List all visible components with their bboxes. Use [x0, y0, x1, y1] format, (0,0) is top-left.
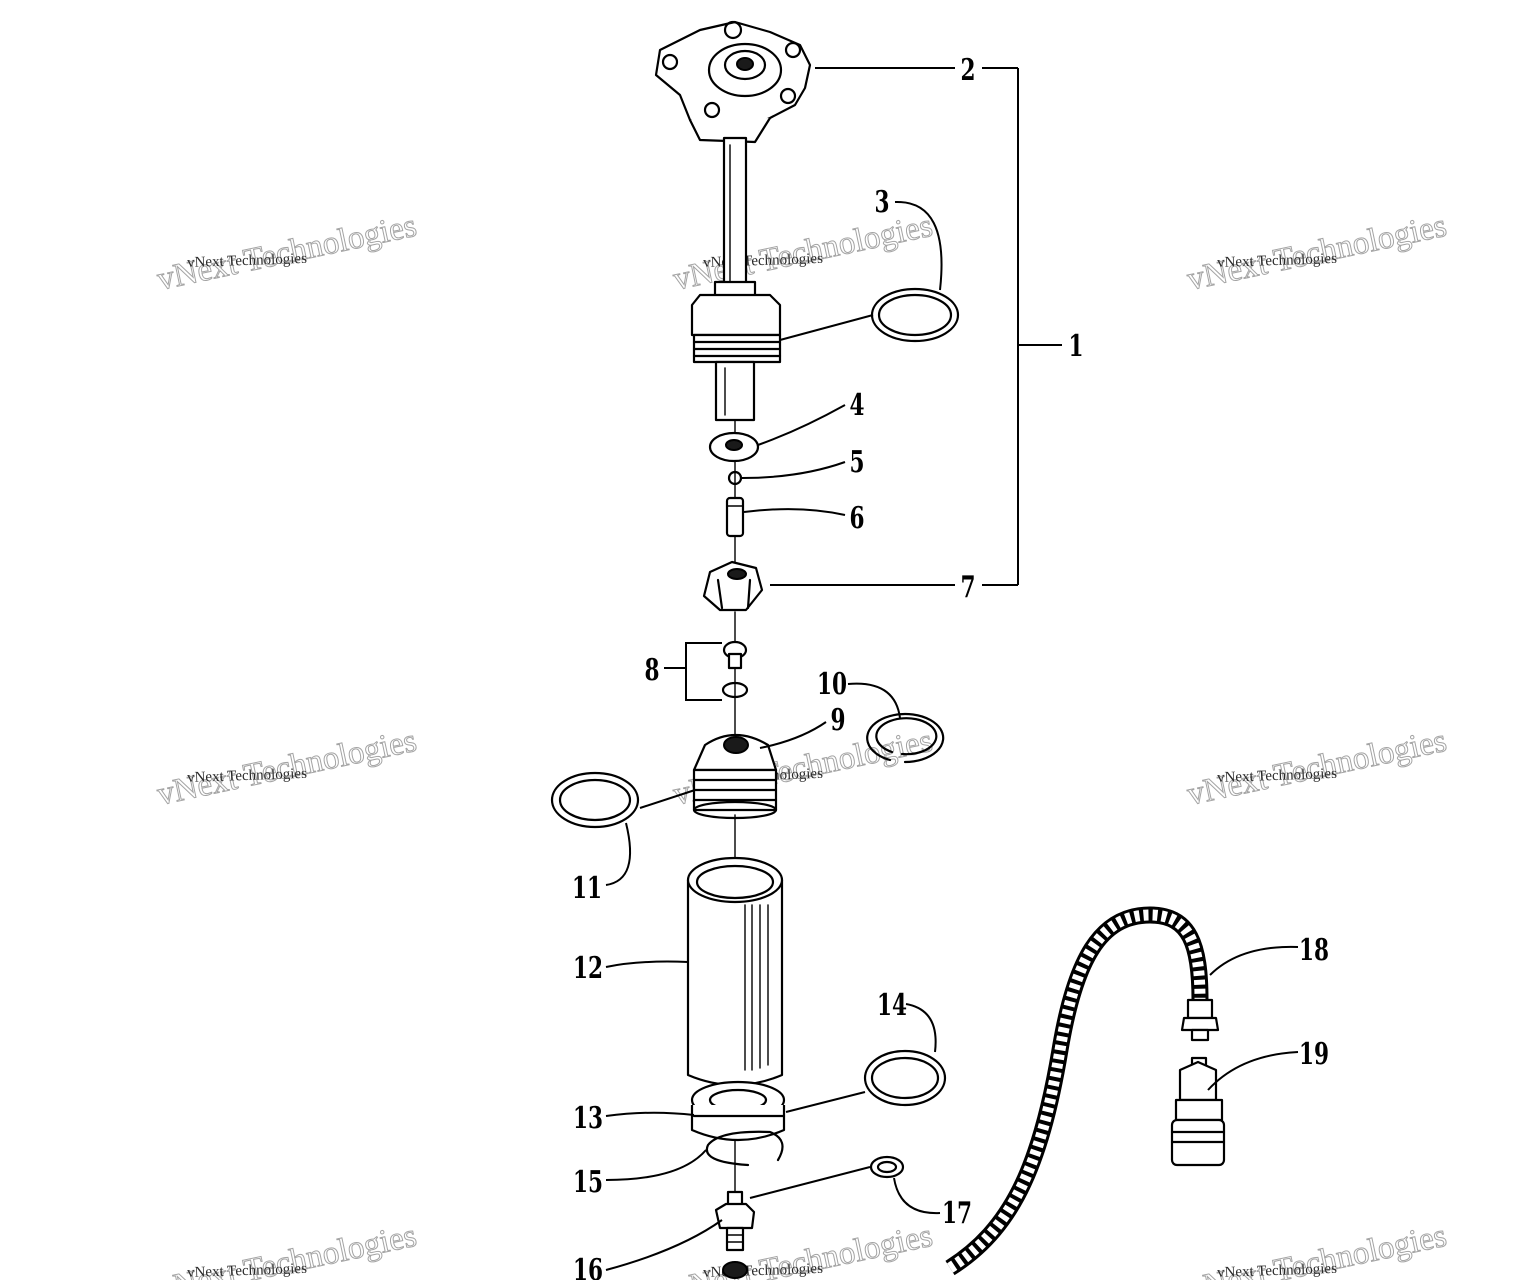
callout-labels: 1 2 3 4 5 6 7 8 9 10 11 12 13 14 15 16 1… [572, 52, 1329, 1280]
part-5-ball [727, 470, 743, 486]
watermark-7: vNext Technologies vNext Technologies [154, 1217, 421, 1280]
callout-16: 16 [573, 1252, 603, 1280]
part-4-washer [708, 431, 760, 463]
callout-8: 8 [644, 652, 659, 688]
part-15-snap-ring [705, 1130, 784, 1167]
callout-4: 4 [849, 387, 864, 423]
callout-13: 13 [573, 1100, 603, 1136]
watermark-8: vNext Technologies vNext Technologies [670, 1217, 937, 1280]
watermark-9: vNext Technologies vNext Technologies [1184, 1217, 1451, 1280]
watermark-small-text: vNext Technologies [703, 1261, 824, 1280]
part-19-quick-coupler [1170, 1056, 1226, 1167]
callout-2: 2 [960, 52, 975, 88]
watermark-small-text: vNext Technologies [1217, 251, 1338, 271]
callout-12: 12 [573, 950, 603, 986]
part-3-o-ring [870, 287, 960, 343]
callout-14: 14 [877, 987, 907, 1023]
callout-10: 10 [817, 666, 847, 702]
callout-18: 18 [1299, 932, 1329, 968]
part-2-adjuster-knob [654, 20, 812, 290]
watermark-4: vNext Technologies vNext Technologies [154, 722, 421, 813]
part-8-screw-and-seal [721, 640, 749, 699]
watermark-layer: vNext Technologies vNext Technologies vN… [154, 207, 1451, 1280]
callout-7: 7 [960, 569, 975, 605]
part-9-piston [692, 734, 778, 820]
callout-5: 5 [849, 444, 864, 480]
part-6-pin [725, 496, 745, 538]
part-14-o-ring [863, 1049, 947, 1107]
part-18-hose [945, 906, 1220, 1276]
callout-6: 6 [849, 500, 864, 536]
callout-9: 9 [830, 702, 845, 738]
watermark-small-text: vNext Technologies [187, 251, 308, 271]
watermark-2: vNext Technologies vNext Technologies [670, 207, 937, 298]
callout-19: 19 [1299, 1036, 1329, 1072]
callout-17: 17 [942, 1195, 972, 1231]
callout-15: 15 [573, 1164, 603, 1200]
watermark-small-text: vNext Technologies [187, 766, 308, 786]
part-17-washer [869, 1155, 905, 1179]
callout-1: 1 [1068, 328, 1083, 364]
callout-11: 11 [572, 870, 602, 906]
watermark-small-text: vNext Technologies [1217, 1261, 1338, 1280]
watermark-small-text: vNext Technologies [187, 1261, 308, 1280]
watermark-small-text: vNext Technologies [1217, 766, 1338, 786]
part-1-valve-body [690, 280, 782, 422]
callout-3: 3 [874, 184, 889, 220]
watermark-3: vNext Technologies vNext Technologies [1184, 207, 1451, 298]
part-7-hex-nut [702, 560, 764, 612]
part-16-fitting [714, 1190, 756, 1279]
leader-lines [605, 67, 1299, 1271]
part-12-cylinder-tube [686, 856, 784, 1087]
part-11-o-ring [550, 771, 640, 829]
watermark-1: vNext Technologies vNext Technologies [154, 207, 421, 298]
watermark-6: vNext Technologies vNext Technologies [1184, 722, 1451, 813]
part-10-split-ring [866, 712, 945, 764]
